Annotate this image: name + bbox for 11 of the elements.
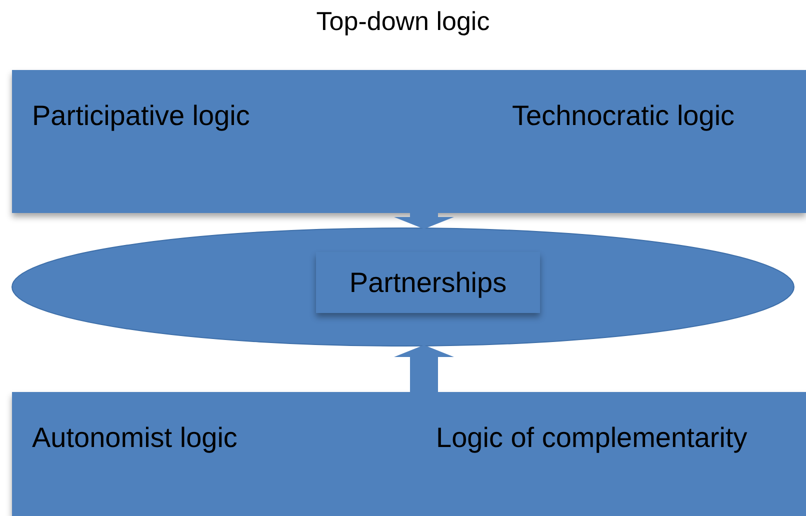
band-label: Technocratic logic (512, 100, 735, 132)
ellipse-shape (11, 227, 795, 347)
block-arrow (394, 345, 454, 392)
band-label: Autonomist logic (32, 422, 238, 454)
diagram-title: Top-down logic (315, 6, 491, 37)
band-label: Participative logic (32, 100, 250, 132)
logic-band (12, 392, 806, 516)
label-box: Partnerships (316, 252, 540, 313)
band-label: Logic of complementarity (436, 422, 748, 454)
block-arrow (394, 213, 454, 229)
logic-band (12, 70, 806, 213)
